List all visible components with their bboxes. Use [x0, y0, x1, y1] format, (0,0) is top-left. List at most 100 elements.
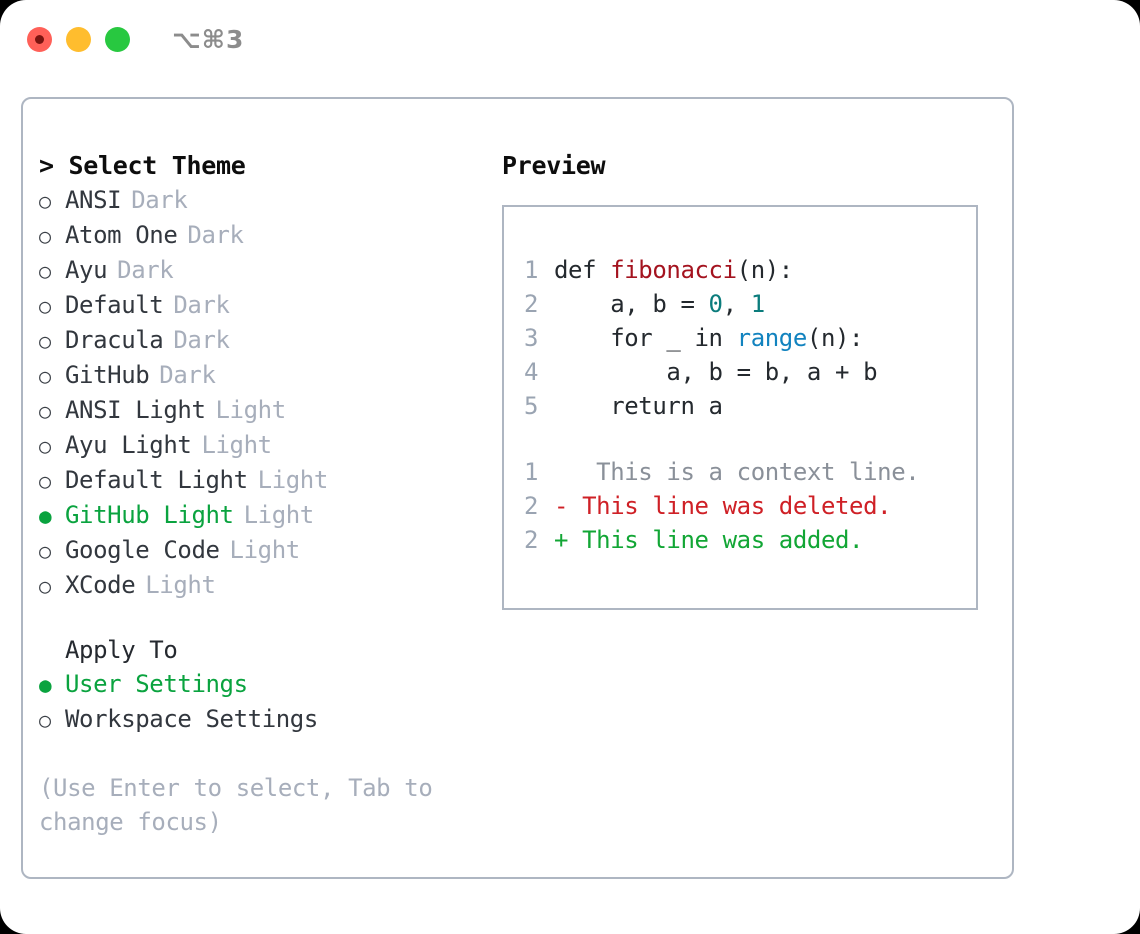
apply-to-label: Apply To [65, 636, 178, 664]
code-line: 4 a, b = b, a + b [504, 355, 976, 389]
radio-selected-icon: ● [39, 673, 52, 697]
theme-item-name: Default Light [65, 466, 248, 494]
radio-unselected-icon: ○ [39, 399, 52, 423]
theme-item-kind: Dark [117, 256, 174, 284]
theme-item-kind: Light [201, 431, 272, 459]
radio-unselected-icon: ○ [39, 469, 52, 493]
radio-unselected-icon: ○ [39, 259, 52, 283]
theme-item-name: Atom One [65, 221, 178, 249]
theme-item-kind: Dark [187, 221, 244, 249]
theme-item-ayu[interactable]: ○ Ayu Dark [39, 253, 489, 288]
code-line: 5 return a [504, 389, 976, 423]
code-token: a, b = [554, 290, 709, 318]
code-token-function: fibonacci [610, 256, 737, 284]
keyboard-hint-text: (Use Enter to select, Tab to change focu… [39, 774, 433, 836]
minimize-button[interactable] [66, 26, 91, 52]
line-number: 4 [524, 358, 539, 386]
theme-item-name: GitHub Light [65, 501, 234, 529]
theme-item-github-light[interactable]: ● GitHub Light Light [39, 498, 489, 533]
title-bar: ⌥⌘3 [0, 0, 1140, 78]
theme-item-dracula[interactable]: ○ Dracula Dark [39, 323, 489, 358]
theme-item-github[interactable]: ○ GitHub Dark [39, 358, 489, 393]
select-theme-header: > Select Theme [39, 151, 246, 180]
theme-item-kind: Light [243, 501, 315, 529]
theme-item-name: GitHub [65, 361, 150, 389]
preview-title: Preview [502, 151, 606, 180]
theme-item-kind: Dark [159, 361, 216, 389]
theme-item-ayu-light[interactable]: ○ Ayu Light Light [39, 428, 489, 463]
close-button[interactable] [27, 26, 52, 52]
code-token-number: 1 [750, 290, 765, 318]
code-token: def [554, 256, 611, 284]
theme-item-kind: Dark [173, 291, 230, 319]
theme-item-name: Ayu [65, 256, 108, 284]
theme-item-name: Google Code [65, 536, 220, 564]
theme-item-name: ANSI [65, 186, 122, 214]
theme-item-name: Dracula [65, 326, 164, 354]
diff-text: This line was added. [568, 526, 864, 554]
keyboard-shortcut-label: ⌥⌘3 [172, 24, 245, 54]
apply-to-list[interactable]: ● User Settings ○Workspace Settings [39, 667, 489, 737]
line-number: 3 [524, 324, 539, 352]
theme-item-kind: Light [145, 571, 216, 599]
preview-spacer [504, 423, 976, 455]
code-token: (n): [736, 256, 794, 284]
line-number: 2 [524, 526, 539, 554]
line-number: 1 [524, 458, 539, 486]
diff-line-context: 1 This is a context line. [504, 455, 976, 489]
code-token: a, b = b, a + b [554, 358, 878, 386]
radio-selected-icon: ● [39, 504, 52, 528]
theme-item-xcode[interactable]: ○ XCode Light [39, 568, 489, 603]
diff-text: This line was deleted. [568, 492, 892, 520]
code-line: 2 a, b = 0, 1 [504, 287, 976, 321]
code-line: 3 for _ in range(n): [504, 321, 976, 355]
line-number: 2 [524, 290, 539, 318]
theme-item-name: ANSI Light [65, 396, 206, 424]
theme-item-kind: Dark [173, 326, 230, 354]
theme-item-google-code[interactable]: ○ Google Code Light [39, 533, 489, 568]
apply-to-item-user-settings[interactable]: ● User Settings [39, 667, 489, 702]
code-token: for _ in [554, 324, 737, 352]
theme-item-name: Ayu Light [65, 431, 192, 459]
radio-unselected-icon: ○ [39, 364, 52, 388]
theme-item-default[interactable]: ○ Default Dark [39, 288, 489, 323]
radio-unselected-icon: ○ [39, 434, 52, 458]
theme-item-kind: Light [215, 396, 287, 424]
theme-item-kind: Light [229, 536, 301, 564]
code-token: (n): [806, 324, 864, 352]
diff-marker [554, 455, 568, 489]
diff-marker: - [554, 492, 569, 520]
radio-unselected-icon: ○ [39, 574, 52, 598]
radio-unselected-icon: ○ [39, 224, 52, 248]
theme-item-ansi-light[interactable]: ○ ANSI Light Light [39, 393, 489, 428]
radio-unselected-icon: ○ [39, 329, 52, 353]
line-number: 2 [524, 492, 539, 520]
theme-item-name: Default [65, 291, 164, 319]
code-token: , [722, 290, 751, 318]
diff-line-added: 2+ This line was added. [504, 523, 976, 557]
apply-to-item-name: User Settings [65, 670, 248, 698]
radio-unselected-icon: ○ [39, 539, 52, 563]
radio-unselected-icon: ○ [39, 189, 52, 213]
line-number: 5 [524, 392, 539, 420]
apply-to-item-name: Workspace Settings [65, 705, 318, 733]
theme-item-atom-one[interactable]: ○ Atom One Dark [39, 218, 489, 253]
diff-sample: 1 This is a context line.2- This line wa… [504, 455, 976, 557]
code-line: 1 def fibonacci(n): [504, 253, 976, 287]
window-controls [27, 26, 130, 52]
line-number: 1 [524, 256, 539, 284]
radio-unselected-icon: ○ [39, 294, 52, 318]
diff-line-deleted: 2- This line was deleted. [504, 489, 976, 523]
theme-item-name: XCode [65, 571, 136, 599]
maximize-button[interactable] [105, 26, 130, 52]
apply-to-item-workspace-settings[interactable]: ○Workspace Settings [39, 702, 489, 737]
